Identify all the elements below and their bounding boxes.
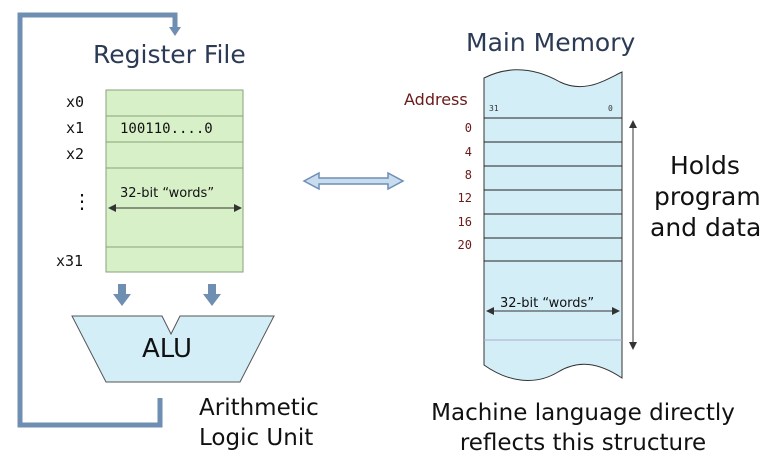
register-name: x0: [66, 93, 85, 111]
caption-line1: Machine language directly: [431, 400, 735, 426]
memory-address: 16: [457, 215, 472, 229]
register-words-label: 32-bit “words”: [120, 186, 215, 201]
memory-address: 8: [464, 168, 472, 182]
holds-label: Holds programs and data: [650, 150, 762, 243]
bit-high-label: 31: [489, 104, 499, 113]
register-file-box: [105, 89, 244, 273]
feedback-path: [17, 12, 178, 428]
alu-caption-line1: Arithmetic: [199, 395, 319, 421]
register-name: x31: [56, 252, 84, 270]
address-header: Address: [404, 90, 468, 109]
register-value: 100110....0: [120, 121, 213, 137]
memory-address: 20: [457, 238, 472, 252]
alu-label: ALU: [142, 334, 193, 364]
bit-low-label: 0: [608, 104, 613, 113]
holds-line1: Holds: [670, 151, 740, 180]
register-to-alu-arrow-left: [113, 284, 131, 306]
register-ellipsis: ⋮: [72, 189, 92, 213]
holds-line2: programs: [654, 182, 762, 211]
register-to-alu-arrow-right: [203, 284, 221, 306]
memory-address: 12: [457, 191, 472, 205]
register-file-title: Register File: [93, 40, 246, 69]
alu-caption-line2: Logic Unit: [199, 425, 314, 451]
bidirectional-arrow: [302, 171, 405, 191]
feedback-arrowhead: [169, 27, 181, 36]
main-memory-title: Main Memory: [466, 28, 636, 57]
caption-line2: reflects this structure: [459, 430, 707, 456]
register-name: x2: [66, 145, 85, 163]
memory-address: 0: [464, 121, 472, 135]
memory-words-label: 32-bit “words”: [500, 296, 595, 311]
alu-shape: [71, 315, 275, 383]
memory-address: 4: [464, 145, 472, 159]
main-memory-box: [483, 69, 623, 381]
holds-line3: and data: [650, 213, 762, 242]
register-name: x1: [66, 119, 85, 137]
